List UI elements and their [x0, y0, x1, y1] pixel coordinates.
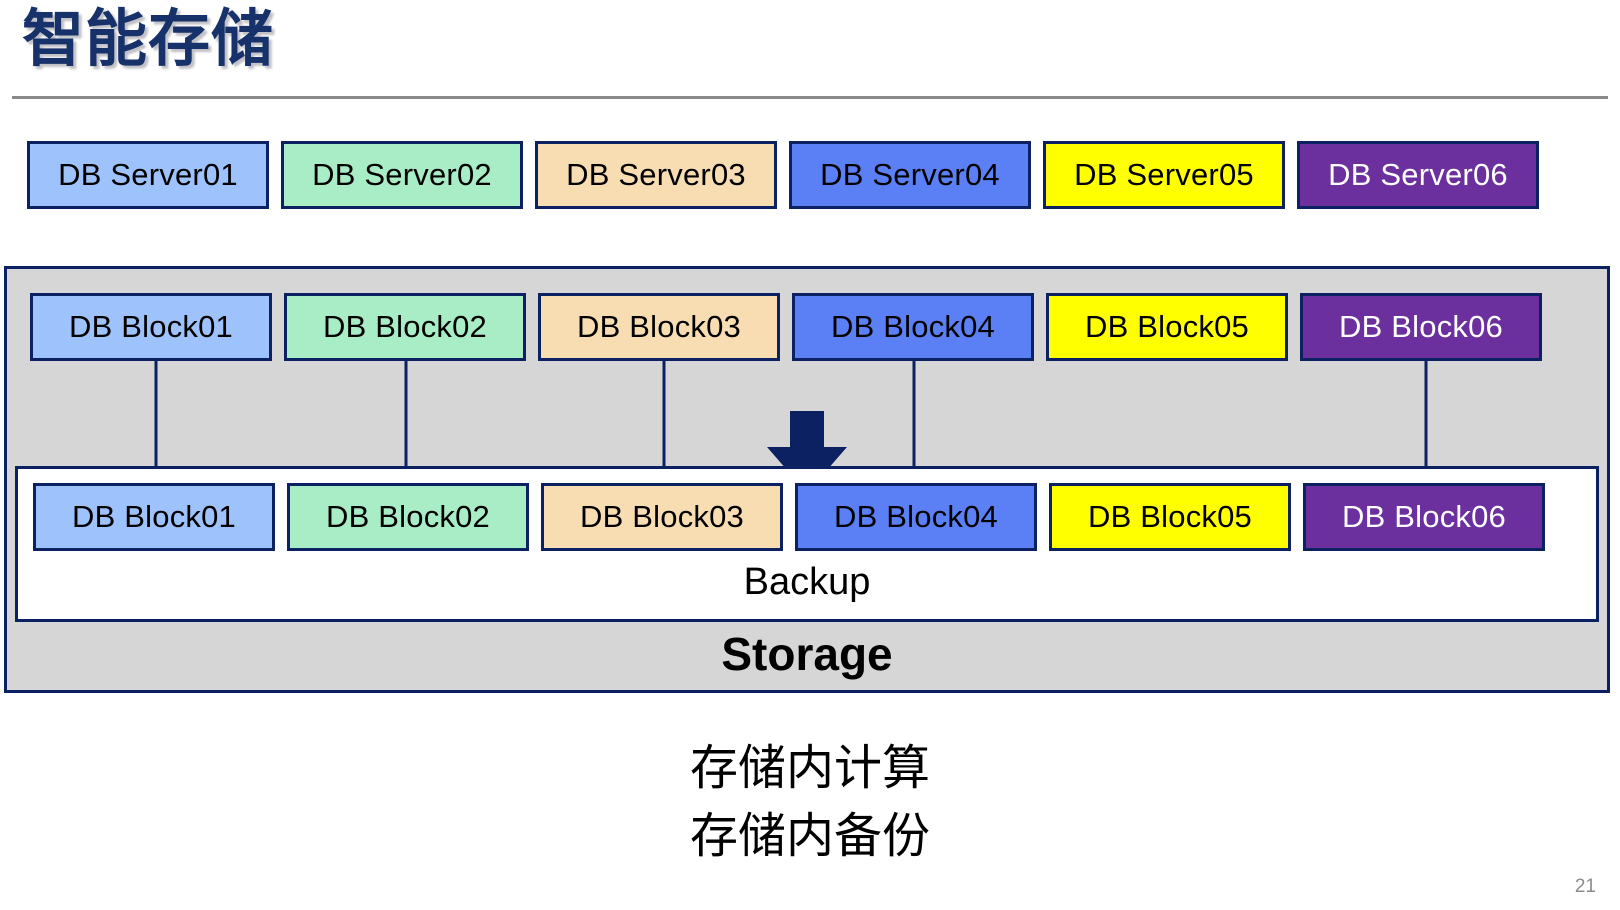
db-server-node-3[interactable]: DB Server03 — [535, 141, 777, 209]
storage-label: Storage — [721, 628, 893, 680]
backup-block-node-2[interactable]: DB Block02 — [287, 483, 529, 551]
db-server-node-6[interactable]: DB Server06 — [1297, 141, 1539, 209]
db-block-node-4[interactable]: DB Block04 — [792, 293, 1034, 361]
backup-block-node-5[interactable]: DB Block05 — [1049, 483, 1291, 551]
db-block-node-5[interactable]: DB Block05 — [1046, 293, 1288, 361]
caption-block: 存储内计算存储内备份 — [0, 735, 1620, 871]
backup-block-node-4[interactable]: DB Block04 — [795, 483, 1037, 551]
caption-line-1: 存储内计算 — [689, 742, 930, 795]
db-server-node-4[interactable]: DB Server04 — [789, 141, 1031, 209]
db-block-node-2[interactable]: DB Block02 — [284, 293, 526, 361]
page-title: 智能存储 — [22, 5, 275, 74]
backup-block-node-1[interactable]: DB Block01 — [33, 483, 275, 551]
db-block-node-3[interactable]: DB Block03 — [538, 293, 780, 361]
title-divider — [12, 96, 1608, 99]
backup-block-node-6[interactable]: DB Block06 — [1303, 483, 1545, 551]
caption-line-2: 存储内备份 — [689, 810, 930, 864]
db-block-node-1[interactable]: DB Block01 — [30, 293, 272, 361]
db-server-node-1[interactable]: DB Server01 — [27, 141, 269, 209]
page-number: 21 — [1574, 876, 1596, 897]
db-block-node-6[interactable]: DB Block06 — [1300, 293, 1542, 361]
backup-label: Backup — [743, 561, 871, 603]
db-server-node-2[interactable]: DB Server02 — [281, 141, 523, 209]
backup-block-node-3[interactable]: DB Block03 — [541, 483, 783, 551]
db-server-node-5[interactable]: DB Server05 — [1043, 141, 1285, 209]
